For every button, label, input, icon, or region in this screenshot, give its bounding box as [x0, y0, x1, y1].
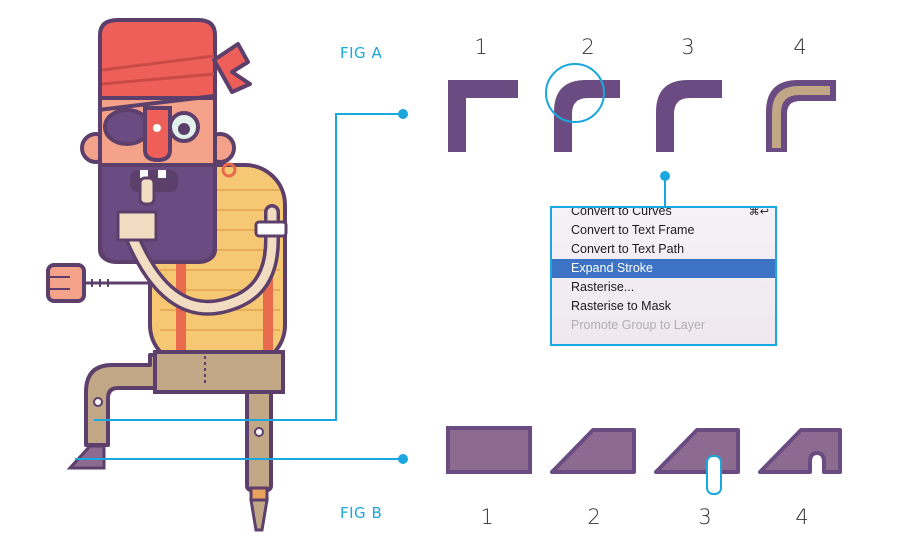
- menu-item-label: Rasterise...: [571, 280, 635, 294]
- menu-item-promote-group-to-layer: Promote Group to Layer: [552, 316, 775, 335]
- fig-a-callout-dot: [398, 109, 408, 119]
- fig-b-number-2: 2: [587, 505, 601, 529]
- menu-item-convert-to-text-path[interactable]: Convert to Text Path: [552, 240, 775, 259]
- fig-a-callout-line: [94, 113, 402, 421]
- menu-item-label: Rasterise to Mask: [571, 299, 672, 313]
- fig-a-shape-3: [656, 80, 722, 152]
- menu-item-rasterise[interactable]: Rasterise...: [552, 278, 775, 297]
- fig-a-number-2: 2: [581, 35, 595, 59]
- fig-b-shape-2: [550, 428, 636, 474]
- fig-b-shape-1: [446, 426, 532, 474]
- fig-a-shape-1: [448, 80, 518, 152]
- fig-b-number-1: 1: [480, 505, 494, 529]
- fig-b-label: FIG B: [340, 504, 383, 522]
- menu-item-label: Convert to Curves: [571, 206, 672, 218]
- fig-b-shape-4: [758, 428, 842, 474]
- fig-a-label: FIG A: [340, 44, 383, 62]
- menu-item-rasterise-to-mask[interactable]: Rasterise to Mask: [552, 297, 775, 316]
- selection-circle: [545, 63, 605, 123]
- fig-b-shape-3-highlight: [706, 455, 722, 495]
- menu-item-label: Expand Stroke: [571, 261, 653, 275]
- menu-callout-dot: [660, 171, 670, 181]
- fig-b-number-4: 4: [795, 505, 809, 529]
- fig-a-number-4: 4: [793, 35, 807, 59]
- fig-a-number-1: 1: [474, 35, 488, 59]
- head: [80, 18, 288, 316]
- arm: [46, 263, 150, 303]
- menu-item-shortcut: ⌘↩: [748, 206, 769, 218]
- menu-item-convert-to-text-frame[interactable]: Convert to Text Frame: [552, 221, 775, 240]
- menu-item-label: Convert to Text Frame: [571, 223, 695, 237]
- fig-a-number-3: 3: [681, 35, 695, 59]
- fig-b-shape-3: [654, 428, 740, 474]
- fig-b-number-3: 3: [698, 505, 712, 529]
- menu-item-label: Convert to Text Path: [571, 242, 685, 256]
- fig-b-callout-dot: [398, 454, 408, 464]
- menu-item-convert-to-curves[interactable]: Convert to Curves ⌘↩: [552, 206, 775, 221]
- context-menu: Convert to Curves ⌘↩ Convert to Text Fra…: [550, 206, 777, 346]
- menu-item-expand-stroke[interactable]: Expand Stroke: [552, 259, 775, 278]
- fig-a-shape-4-inner: [772, 86, 830, 148]
- menu-item-label: Promote Group to Layer: [571, 318, 706, 332]
